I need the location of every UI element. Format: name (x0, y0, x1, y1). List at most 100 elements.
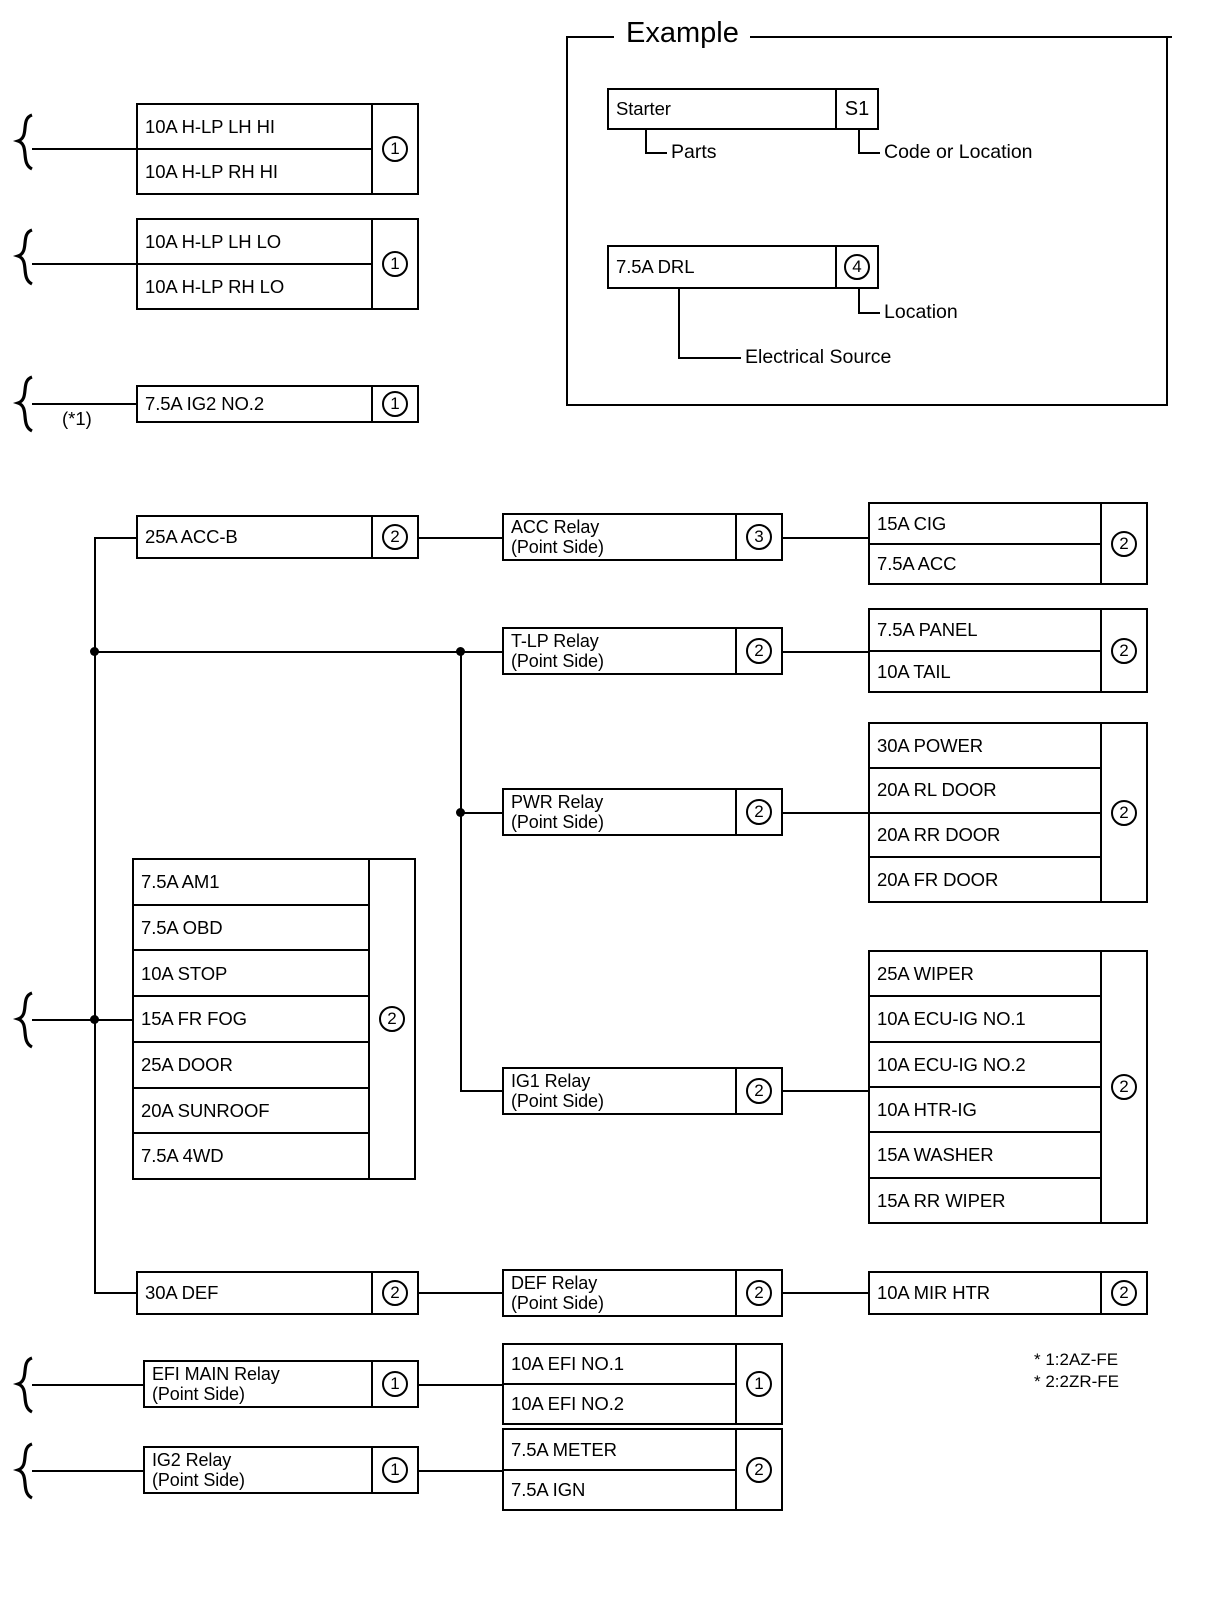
fuse-group-ig2-out-location-cell: 2 (735, 1430, 781, 1509)
relay-acc-label-cell: ACC Relay (Point Side) (504, 515, 735, 559)
fuse-row: 15A CIG (877, 512, 947, 534)
fuse-group-am1-block-location-cell: 2 (368, 860, 414, 1178)
fuse-def-rows: 30A DEF (138, 1273, 371, 1313)
wire-efirelay-to-efiout (419, 1384, 503, 1386)
relay-ig1-name: IG1 Relay (511, 1070, 591, 1091)
example-box-drl-rows: 7.5A DRL (609, 247, 835, 287)
fuse-def: 30A DEF 2 (136, 1271, 419, 1315)
wire-ig2-no2-feed (32, 403, 138, 405)
fuse-row: 7.5A IG2 NO.2 (145, 393, 265, 415)
example-frame-top-right (750, 36, 1172, 38)
relay-pwr-name: PWR Relay (511, 791, 604, 812)
fuse-group-pwr-out-location-cell: 2 (1100, 724, 1146, 901)
relay-tlp: T-LP Relay (Point Side) 2 (502, 627, 783, 675)
power-source-squiggle-efi (12, 1356, 33, 1414)
fuse-row: 20A SUNROOF (134, 1086, 368, 1133)
fuse-group-ig2-no2: 7.5A IG2 NO.2 1 (136, 385, 419, 423)
fuse-acc-b-location-cell: 2 (371, 517, 417, 557)
relay-ig2-name: IG2 Relay (152, 1449, 232, 1470)
example-frame-top-left (566, 36, 614, 38)
location-badge: 2 (746, 799, 772, 825)
relay-tlp-name: T-LP Relay (511, 630, 599, 651)
example-box-starter-code: S1 (844, 97, 870, 120)
fuse-group-am1-block-rows: 7.5A AM1 7.5A OBD 10A STOP 15A FR FOG 25… (134, 860, 368, 1178)
example-leader-source-horizontal (678, 357, 741, 359)
fuse-group-efi-out: 10A EFI NO.1 10A EFI NO.2 1 (502, 1343, 783, 1425)
location-badge: 2 (1111, 530, 1137, 557)
fuse-group-hlp-lo: 10A H-LP LH LO 10A H-LP RH LO 1 (136, 218, 419, 310)
wire-tlprelay-to-tlpout (783, 651, 869, 653)
example-leader-source-vertical (678, 289, 680, 357)
fuse-row: 30A POWER (877, 734, 984, 756)
fuse-row: 10A ECU-IG NO.1 (870, 995, 1100, 1040)
wire-bus-to-def (94, 1292, 138, 1294)
relay-ig2-rows: IG2 Relay (Point Side) (145, 1448, 371, 1492)
example-box-drl-location-cell: 4 (835, 247, 877, 287)
fuse-row: 30A DEF (145, 1282, 219, 1304)
location-badge: 2 (746, 1456, 772, 1483)
relay-acc-location-cell: 3 (735, 515, 781, 559)
fuse-def-location-cell: 2 (371, 1273, 417, 1313)
junction-dot-main-feed (90, 1015, 99, 1024)
relay-def-sub: (Point Side) (511, 1293, 604, 1313)
relay-ig2-location-cell: 1 (371, 1448, 417, 1492)
wire-relaycol-to-pwr (460, 812, 503, 814)
fuse-row: 10A ECU-IG NO.2 (870, 1040, 1100, 1086)
fuse-row: 10A TAIL (870, 649, 1100, 692)
location-badge: 1 (382, 251, 408, 277)
relay-def-label-cell: DEF Relay (Point Side) (504, 1271, 735, 1315)
relay-ig1-rows: IG1 Relay (Point Side) (504, 1069, 735, 1113)
example-leader-source-label: Electrical Source (745, 346, 892, 368)
location-badge: 2 (746, 1280, 772, 1306)
relay-tlp-location-cell: 2 (735, 629, 781, 673)
relay-tlp-rows: T-LP Relay (Point Side) (504, 629, 735, 673)
fuse-row: 20A FR DOOR (870, 856, 1100, 901)
fuse-mir-htr-rows: 10A MIR HTR (870, 1273, 1100, 1313)
example-leader-location-label: Location (884, 301, 958, 323)
fuse-row: 10A H-LP LH LO (145, 230, 282, 252)
relay-pwr-label-cell: PWR Relay (Point Side) (504, 790, 735, 834)
fuse-acc-b-rows: 25A ACC-B (138, 517, 371, 557)
main-left-bus (94, 537, 96, 1292)
relay-ig2-sub: (Point Side) (152, 1470, 245, 1490)
wire-pwrrelay-to-pwrout (783, 812, 869, 814)
fuse-row: 10A STOP (134, 949, 368, 995)
fuse-row: 20A RL DOOR (870, 766, 1100, 812)
fuse-acc-b: 25A ACC-B 2 (136, 515, 419, 559)
fuse-group-hlp-lo-rows: 10A H-LP LH LO 10A H-LP RH LO (138, 220, 371, 308)
relay-pwr-sub: (Point Side) (511, 812, 604, 832)
fuse-group-ig1-out-location-cell: 2 (1100, 952, 1146, 1222)
junction-dot-bus-tlp (90, 647, 99, 656)
location-badge: 3 (746, 524, 772, 550)
fuse-row: 10A MIR HTR (877, 1282, 991, 1304)
location-badge: 2 (1111, 799, 1137, 826)
location-badge: 1 (382, 1457, 408, 1483)
fuse-row: 7.5A AM1 (141, 871, 220, 893)
relay-efi-main-sub: (Point Side) (152, 1384, 245, 1404)
fuse-group-am1-block: 7.5A AM1 7.5A OBD 10A STOP 15A FR FOG 25… (132, 858, 416, 1180)
fuse-row: 10A EFI NO.2 (504, 1383, 735, 1423)
relay-ig1: IG1 Relay (Point Side) 2 (502, 1067, 783, 1115)
wire-accb-to-accrelay (419, 537, 503, 539)
fuse-row: 15A RR WIPER (870, 1176, 1100, 1222)
fuse-group-efi-out-location-cell: 1 (735, 1345, 781, 1423)
fuse-row: 15A WASHER (870, 1131, 1100, 1176)
relay-acc: ACC Relay (Point Side) 3 (502, 513, 783, 561)
relay-acc-name: ACC Relay (511, 516, 600, 537)
wire-hlp-lo-feed (32, 263, 138, 265)
relay-ig1-location-cell: 2 (735, 1069, 781, 1113)
power-source-squiggle-hlp-lo (12, 228, 33, 286)
wire-main-feed (32, 1019, 137, 1021)
footnote-engine-1: * 1:2AZ-FE (1034, 1350, 1119, 1369)
example-leader-code-horizontal (858, 152, 880, 154)
fuse-group-ig2-out-rows: 7.5A METER 7.5A IGN (504, 1430, 735, 1509)
location-badge: 2 (382, 1280, 408, 1306)
fuse-row: 10A EFI NO.1 (511, 1353, 624, 1375)
fuse-row: 7.5A PANEL (877, 619, 978, 641)
wire-ig2-feed (32, 1470, 144, 1472)
relay-efi-main-label-cell: EFI MAIN Relay (Point Side) (145, 1362, 371, 1406)
wire-accrelay-to-accout (783, 537, 869, 539)
fuse-row: 25A ACC-B (145, 526, 238, 548)
location-badge: 1 (382, 1371, 408, 1397)
